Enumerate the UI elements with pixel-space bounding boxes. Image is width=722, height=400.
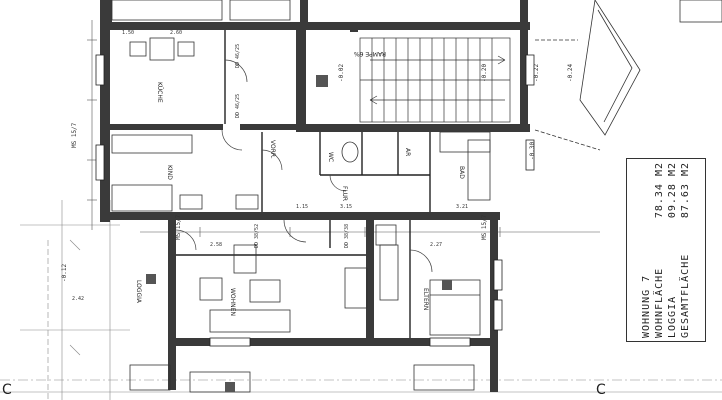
room-label-bad: BAD bbox=[458, 166, 465, 179]
legend-title-row: WOHNUNG 7 bbox=[640, 162, 653, 338]
section-marker-left: C bbox=[2, 382, 12, 398]
shafts bbox=[146, 75, 452, 392]
svg-text:1.50: 1.50 bbox=[122, 30, 134, 36]
label-ms-right: MS 15/7 bbox=[481, 214, 488, 240]
level-4: -0.24 bbox=[567, 64, 574, 82]
legend-row-label: WOHNFLÄCHE bbox=[654, 267, 665, 338]
legend-title: WOHNUNG 7 bbox=[641, 274, 652, 338]
level-2: -0.20 bbox=[481, 64, 488, 82]
legend-row: GESAMTFLÄCHE 87.63 M2 bbox=[679, 162, 692, 338]
dimension-texts: 1.50 2.60 1.15 3.15 3.21 2.27 2.58 2.42 bbox=[72, 30, 468, 302]
legend-row: LOGGIA 09.28 M2 bbox=[666, 162, 679, 338]
svg-text:2.60: 2.60 bbox=[170, 30, 182, 36]
svg-text:2.42: 2.42 bbox=[72, 296, 84, 302]
room-label-kueche: KÜCHE bbox=[156, 82, 163, 103]
interior-walls bbox=[176, 30, 431, 338]
door-dd-3: DD 38/52 bbox=[254, 224, 260, 248]
legend-row-label: GESAMTFLÄCHE bbox=[680, 253, 691, 338]
windows bbox=[95, 54, 535, 347]
door-dd-1: DD 46/25 bbox=[235, 44, 241, 68]
legend-row-value: 87.63 M2 bbox=[680, 162, 691, 219]
staircase bbox=[359, 37, 511, 123]
svg-text:3.15: 3.15 bbox=[340, 204, 352, 210]
legend-row: WOHNFLÄCHE 78.34 M2 bbox=[653, 162, 666, 338]
svg-text:3.21: 3.21 bbox=[456, 204, 468, 210]
svg-text:1.15: 1.15 bbox=[296, 204, 308, 210]
label-rampe: RAMPE 6% bbox=[354, 50, 386, 57]
legend-row-value: 09.28 M2 bbox=[667, 162, 678, 219]
area-legend-content: WOHNUNG 7 WOHNFLÄCHE 78.34 M2 LOGGIA 09.28… bbox=[640, 162, 692, 338]
svg-text:2.58: 2.58 bbox=[210, 242, 222, 248]
reference-lines bbox=[0, 200, 722, 400]
room-label-eltern: ELTERN bbox=[422, 288, 429, 310]
level-3: -0.22 bbox=[533, 64, 540, 82]
area-legend: WOHNUNG 7 WOHNFLÄCHE 78.34 M2 LOGGIA 09.28… bbox=[626, 158, 706, 342]
room-label-wohnen: WOHNEN bbox=[229, 288, 236, 316]
legend-row-label: LOGGIA bbox=[667, 295, 678, 338]
svg-text:2.27: 2.27 bbox=[430, 242, 442, 248]
room-label-vorr: VORR. bbox=[269, 140, 276, 159]
room-label-flur: FLUR bbox=[341, 186, 348, 201]
room-label-loggia: LOGGIA bbox=[135, 280, 142, 304]
room-label-ar: AR bbox=[404, 148, 411, 156]
door-dd-4: DD 38/38 bbox=[344, 224, 350, 248]
room-label-wc: WC bbox=[327, 152, 334, 162]
label-ms-left: MS 15/7 bbox=[175, 214, 182, 240]
door-dd-2: DD 46/25 bbox=[235, 94, 241, 118]
level-6: -0.12 bbox=[61, 264, 68, 282]
furniture bbox=[111, 0, 491, 393]
level-5: -0.30 bbox=[529, 142, 536, 160]
level-1: -0.02 bbox=[338, 64, 345, 82]
label-ms-top: MS 15/7 bbox=[71, 122, 78, 148]
legend-row-value: 78.34 M2 bbox=[654, 162, 665, 219]
door-swings bbox=[175, 59, 433, 273]
walls bbox=[100, 0, 530, 392]
balcony bbox=[534, 0, 722, 151]
room-label-kind: KIND bbox=[166, 165, 173, 180]
section-marker-right: C bbox=[596, 382, 606, 398]
